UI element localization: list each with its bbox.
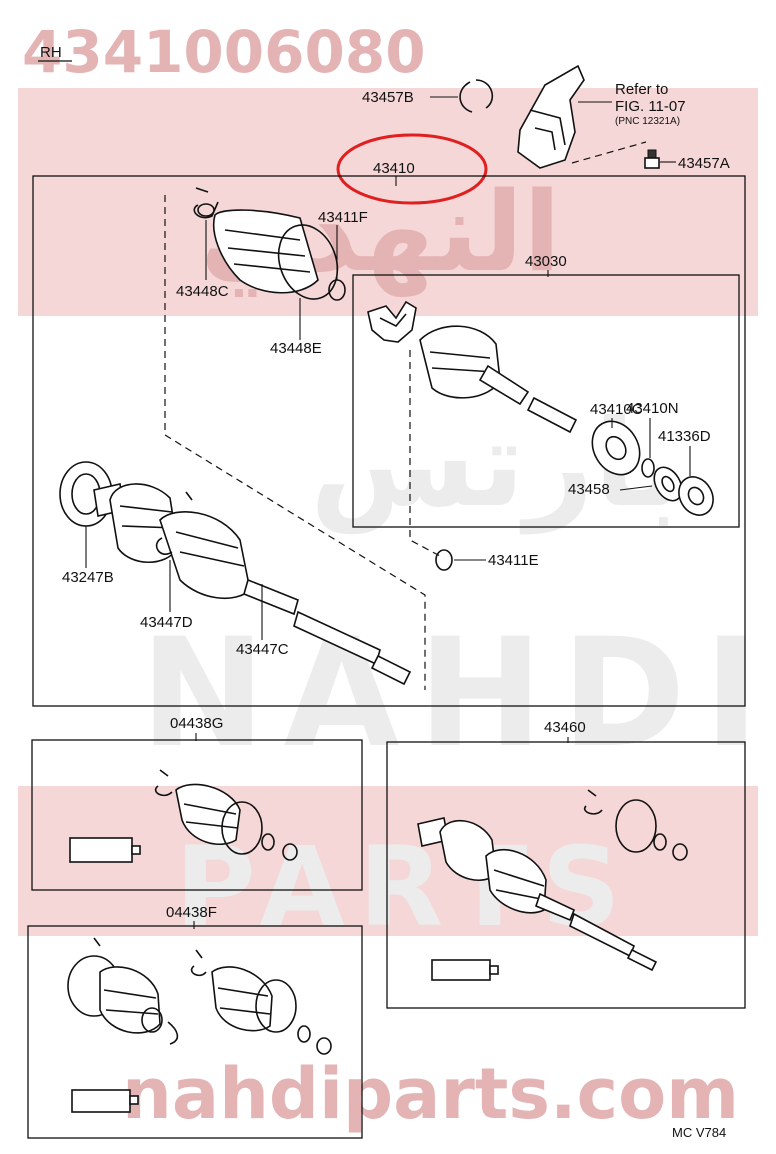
label-43447d: 43447D [140,614,193,631]
bearing-bracket [517,64,585,169]
label-43030: 43030 [525,253,567,270]
label-43458: 43458 [568,481,610,498]
kit-box-04438g [31,739,363,891]
label-43448c: 43448C [176,283,229,300]
kit-box-43460 [386,741,746,1009]
diagram-code: MC V784 [672,1125,726,1140]
watermark-site: nahdiparts.com [122,1053,739,1135]
inner-joint-group [367,300,714,516]
label-43411e: 43411E [488,552,539,569]
label-43448e: 43448E [270,340,322,357]
bolt-43457a [571,141,676,169]
watermark-part-number: 4341006080 [22,18,426,86]
label-43410: 43410 [373,160,415,177]
kit-box-04438f [27,925,363,1139]
watermark-parts: PARTS [175,823,635,951]
subassembly-box-43030 [352,274,740,528]
label-43411f: 43411F [318,209,368,226]
label-04438f: 04438F [166,904,217,921]
kit-04438f-parts [67,937,332,1113]
label-43447c: 43447C [236,641,289,658]
refer-line-1: Refer to [615,81,668,98]
watermark-nahdi: NAHDI [140,607,776,781]
label-41336d: 41336D [658,428,711,445]
label-43410n: 43410N [626,400,679,417]
kit-04438g-parts [69,769,298,863]
inner-boot-group [193,187,346,340]
label-43457b: 43457B [362,89,414,106]
main-assembly-box [32,175,746,707]
label-43247b: 43247B [62,569,114,586]
refer-line-2: FIG. 11-07 [615,98,686,115]
refer-line-3: (PNC 12321A) [615,116,680,127]
label-04438g: 04438G [170,715,223,732]
kit-43460-parts [417,789,688,981]
watermark-band-bottom [18,786,758,936]
dashed-43411e [409,350,441,557]
kit-dashed-outline [164,195,426,690]
snap-ring-43411e [435,549,453,571]
label-43460: 43460 [544,719,586,736]
side-label: RH [40,44,62,61]
label-43410c: 43410C [590,401,643,418]
watermark-layer: 4341006080 النهدي بارتس NAHDI PARTS nahd… [18,18,776,1135]
label-43457a: 43457A [678,155,730,172]
highlight-ellipse [336,133,488,205]
snap-ring-43457b [430,79,494,113]
outer-joint-group [59,461,412,686]
